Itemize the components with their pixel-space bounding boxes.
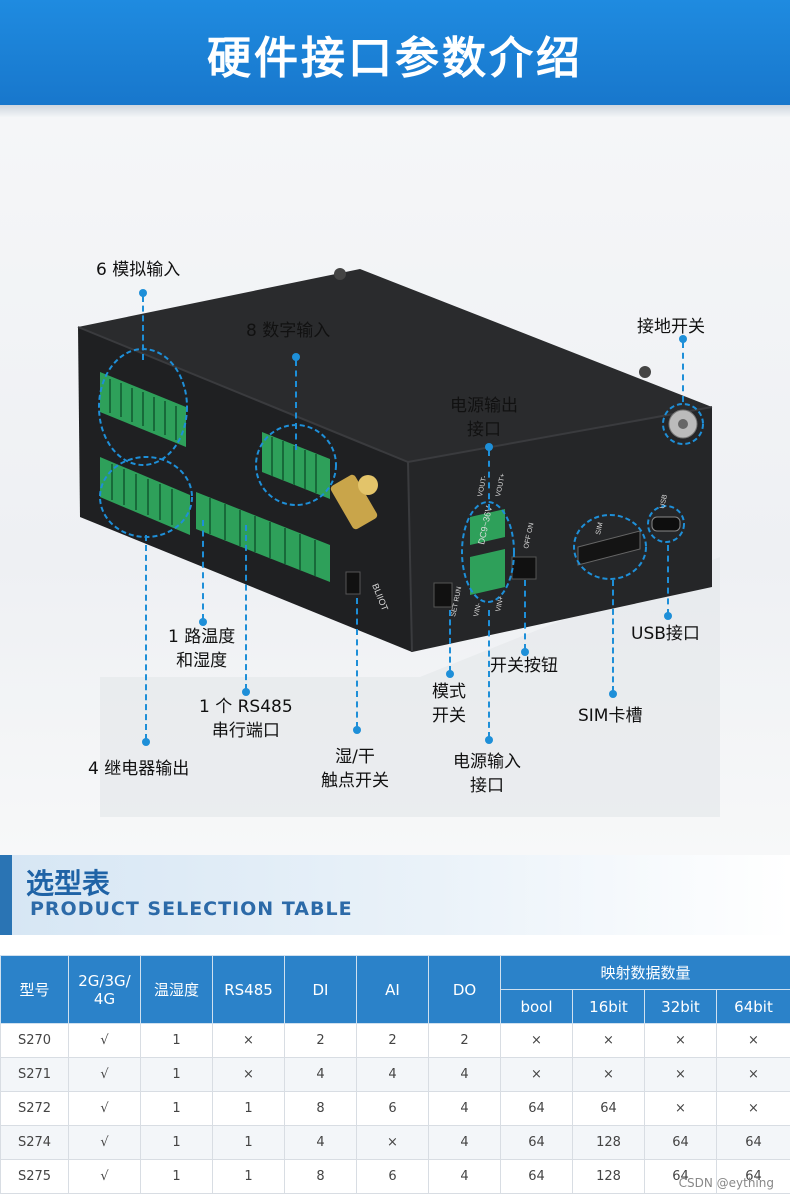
leader-dot-sim	[609, 690, 617, 698]
label-power-output: 电源输出接口	[450, 396, 518, 440]
digital-terminal	[262, 432, 330, 499]
header-64bit: 64bit	[715, 989, 790, 1024]
section-header	[0, 855, 790, 935]
leader-dot-rs485	[242, 688, 250, 696]
power-button	[511, 556, 537, 580]
label-sim-slot: SIM卡槽	[578, 706, 643, 726]
label-ground-switch: 接地开关	[637, 317, 705, 337]
banner-shadow	[0, 105, 790, 117]
svg-text:VIN-: VIN-	[473, 602, 483, 618]
page-title: 硬件接口参数介绍	[207, 33, 583, 84]
leader-analog	[142, 296, 144, 360]
leader-dot-ground	[679, 335, 687, 343]
header-bool: bool	[500, 989, 573, 1024]
label-digital-input: 8 数字输入	[246, 321, 331, 341]
header-di: DI	[284, 955, 357, 1024]
section-accent	[0, 855, 12, 935]
leader-usb	[667, 545, 669, 615]
sim-slot	[577, 530, 641, 566]
leader-dot-analog	[139, 289, 147, 297]
label-power-button: 开关按钮	[490, 656, 558, 676]
svg-text:VIN+: VIN+	[495, 596, 505, 613]
svg-text:VOUT+: VOUT+	[495, 473, 507, 497]
label-power-input: 电源输入接口	[453, 752, 521, 796]
analog-terminal	[100, 372, 186, 447]
svg-text:VOUT-: VOUT-	[477, 474, 488, 497]
leader-rs485	[245, 525, 247, 690]
antenna-connector	[330, 474, 378, 530]
header-model: 型号	[0, 955, 69, 1024]
header-rs485: RS485	[212, 955, 285, 1024]
leader-dot-digital	[292, 353, 300, 361]
leader-mode	[449, 610, 451, 672]
leader-dot-wetdry	[353, 726, 361, 734]
leader-dot-powerout	[485, 443, 493, 451]
leader-dot-powerin	[485, 736, 493, 744]
header-network: 2G/3G/ 4G	[68, 955, 141, 1024]
header-ai: AI	[356, 955, 429, 1024]
leader-dot-power-btn	[521, 648, 529, 656]
leader-digital	[295, 360, 297, 450]
svg-text:USB: USB	[659, 494, 669, 510]
header-32bit: 32bit	[644, 989, 717, 1024]
header-mapping: 映射数据数量	[499, 955, 790, 990]
label-analog-input: 6 模拟输入	[96, 260, 181, 280]
leader-temp	[202, 520, 204, 620]
header-do: DO	[428, 955, 501, 1024]
label-usb-port: USB接口	[631, 624, 700, 644]
label-temp-humidity: 1 路温度和湿度	[168, 627, 236, 671]
leader-powerout	[488, 450, 490, 510]
leader-relay	[145, 535, 147, 740]
leader-wetdry	[356, 598, 358, 728]
watermark-text: CSDN @eything	[678, 1176, 774, 1190]
section-title-cn: 选型表	[26, 867, 111, 900]
label-relay-output: 4 继电器输出	[88, 759, 190, 779]
selection-table: 型号 2G/3G/ 4G 温湿度 RS485 DI AI DO 映射数据数量 b…	[0, 955, 790, 1194]
leader-ground	[682, 342, 684, 402]
relay-terminal	[100, 457, 190, 535]
usb-port	[651, 516, 681, 532]
section-title-en: PRODUCT SELECTION TABLE	[30, 898, 353, 920]
device-illustration: BLIIOT DC9~36V SIM USB VOUT+ VOUT- VIN+ …	[77, 268, 720, 817]
leader-dot-temp	[199, 618, 207, 626]
leader-dot-relay	[142, 738, 150, 746]
power-out-terminal	[470, 509, 505, 595]
leader-power-btn	[524, 580, 526, 650]
svg-text:SIM: SIM	[595, 522, 604, 536]
mode-switch	[433, 582, 453, 608]
device-top	[78, 269, 712, 462]
label-mode-switch: 模式开关	[432, 682, 466, 726]
header-banner: 硬件接口参数介绍	[0, 0, 790, 105]
header-16bit: 16bit	[572, 989, 645, 1024]
leader-dot-usb	[664, 612, 672, 620]
leader-sim	[612, 580, 614, 692]
leader-powerin	[488, 610, 490, 738]
wetdry-switch	[345, 571, 361, 595]
header-temp-humidity: 温湿度	[140, 955, 213, 1024]
io-terminal	[196, 492, 330, 582]
leader-dot-mode	[446, 670, 454, 678]
label-wetdry-switch: 湿/干触点开关	[321, 747, 389, 791]
